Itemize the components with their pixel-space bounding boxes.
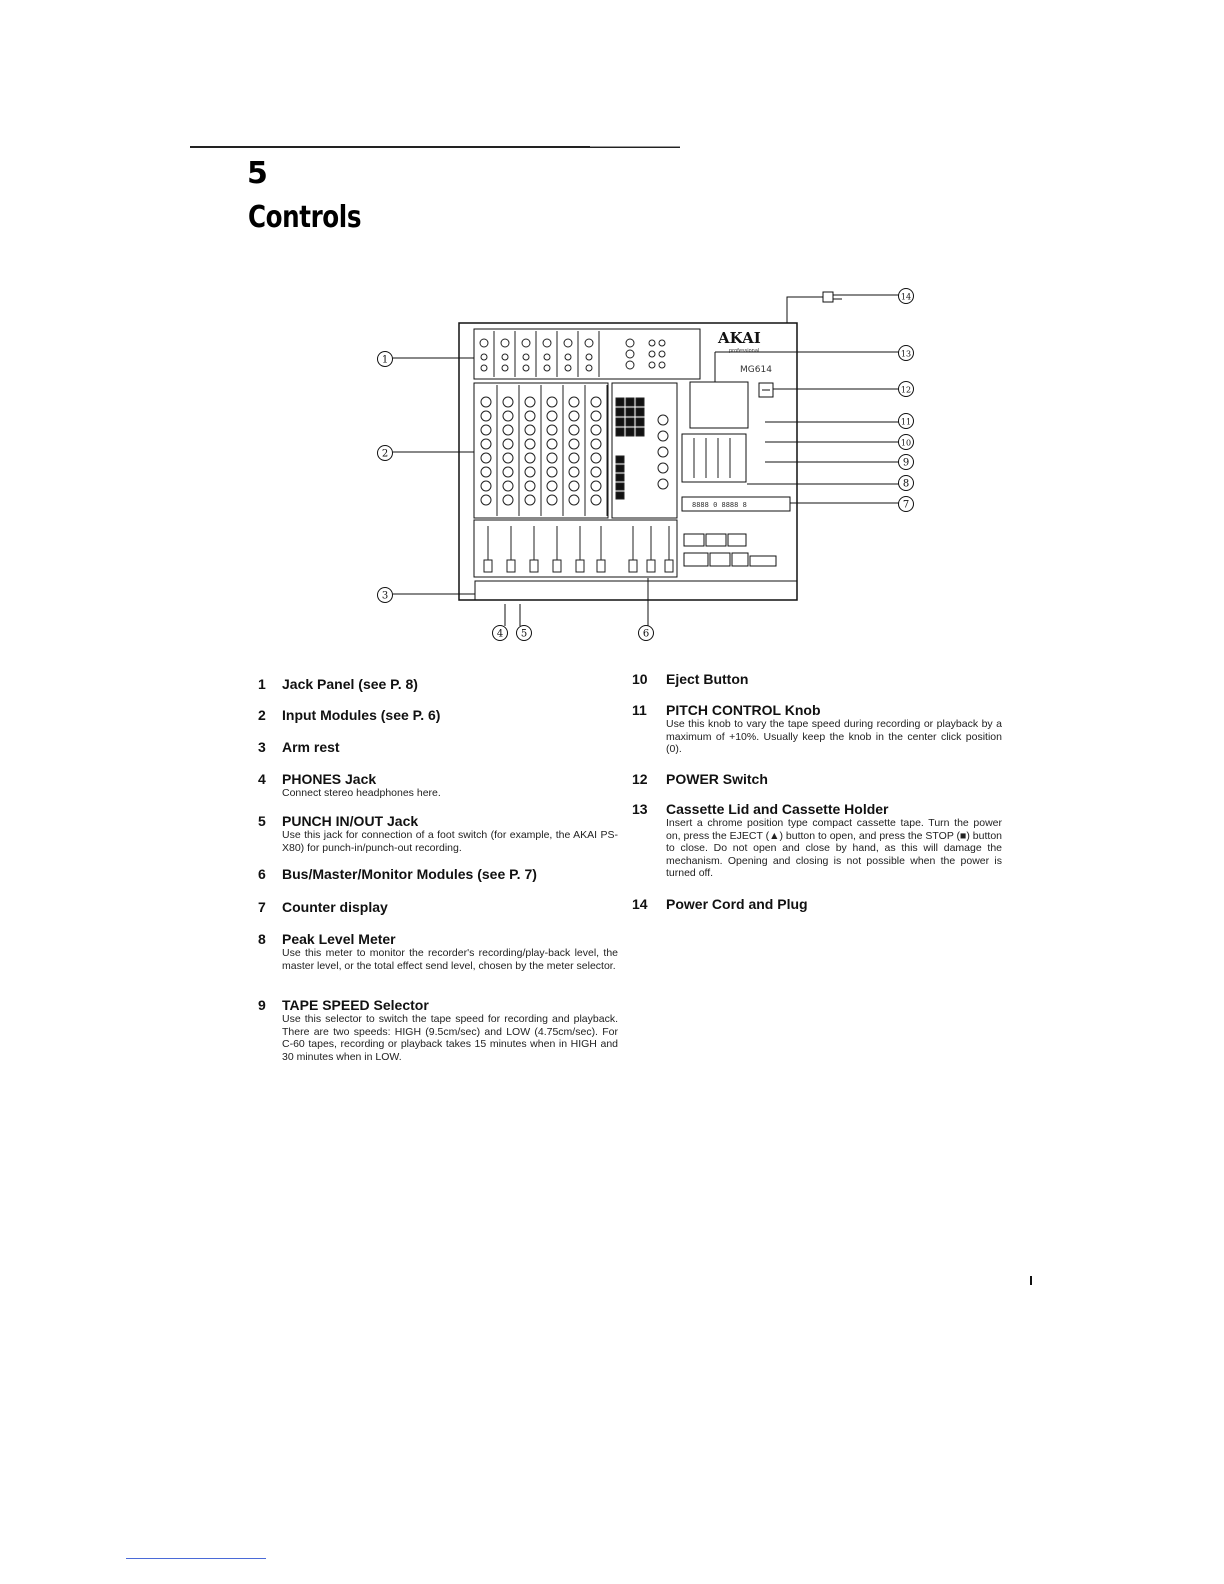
power-cord xyxy=(786,296,823,323)
svg-text:1: 1 xyxy=(382,355,388,366)
item-3: 3 Arm rest xyxy=(258,739,340,755)
counter-text: 8888 0 8888 8 xyxy=(692,501,747,509)
svg-text:4: 4 xyxy=(497,629,503,640)
svg-text:14: 14 xyxy=(901,293,911,302)
callout-7: 7 xyxy=(898,496,914,512)
svg-text:8: 8 xyxy=(903,479,909,490)
bus-master-modules xyxy=(611,382,678,519)
item-10: 10 Eject Button xyxy=(632,671,749,687)
callout-2: 2 xyxy=(377,445,393,461)
svg-text:6: 6 xyxy=(643,629,649,640)
callout-5: 5 xyxy=(516,625,532,641)
header-rule-fade xyxy=(590,146,680,147)
item-9: 9 TAPE SPEED Selector Use this selector … xyxy=(258,997,618,1063)
fader-strip xyxy=(473,519,678,578)
item-12: 12 POWER Switch xyxy=(632,771,768,787)
item-8: 8 Peak Level Meter Use this meter to mon… xyxy=(258,931,618,972)
item-14: 14 Power Cord and Plug xyxy=(632,896,808,912)
brand-sub: professional xyxy=(729,348,759,354)
callout-6: 6 xyxy=(638,625,654,641)
item-5: 5 PUNCH IN/OUT Jack Use this jack for co… xyxy=(258,813,618,854)
model-name: MG614 xyxy=(740,365,772,375)
svg-text:10: 10 xyxy=(901,439,911,448)
callout-10: 10 xyxy=(898,434,914,450)
item-7: 7 Counter display xyxy=(258,899,388,915)
callout-13: 13 xyxy=(898,345,914,361)
input-modules xyxy=(473,382,609,519)
power-switch xyxy=(758,382,774,398)
peak-level-meter xyxy=(681,433,747,483)
callout-3: 3 xyxy=(377,587,393,603)
svg-text:5: 5 xyxy=(521,629,527,640)
item-4: 4 PHONES Jack Connect stereo headphones … xyxy=(258,771,441,799)
item-1: 1 Jack Panel (see P. 8) xyxy=(258,676,418,692)
item-13: 13 Cassette Lid and Cassette Holder Inse… xyxy=(632,801,1002,880)
counter-display xyxy=(681,496,791,512)
item-6: 6 Bus/Master/Monitor Modules (see P. 7) xyxy=(258,866,537,882)
footer-line xyxy=(126,1558,266,1559)
arm-rest xyxy=(474,580,798,601)
callout-4: 4 xyxy=(492,625,508,641)
svg-text:13: 13 xyxy=(901,350,911,359)
svg-text:9: 9 xyxy=(903,458,909,469)
svg-text:2: 2 xyxy=(382,449,388,460)
section-number: 5 xyxy=(247,156,268,191)
mixer-recorder-diagram: AKAI professional MG614 8888 0 8888 8 12… xyxy=(377,288,914,641)
svg-text:12: 12 xyxy=(901,386,911,395)
svg-text:11: 11 xyxy=(901,418,911,427)
jack-panel xyxy=(473,328,701,380)
callout-8: 8 xyxy=(898,475,914,491)
power-plug xyxy=(822,291,834,303)
callout-14: 14 xyxy=(898,288,914,304)
cassette-holder xyxy=(689,381,749,429)
item-11: 11 PITCH CONTROL Knob Use this knob to v… xyxy=(632,702,1002,756)
callout-9: 9 xyxy=(898,454,914,470)
svg-text:3: 3 xyxy=(382,591,388,602)
callout-11: 11 xyxy=(898,413,914,429)
brand-logo: AKAI xyxy=(717,329,761,347)
callout-1: 1 xyxy=(377,351,393,367)
page-mark xyxy=(1030,1276,1032,1285)
svg-text:7: 7 xyxy=(903,500,909,511)
page-title: Controls xyxy=(248,200,362,235)
item-2: 2 Input Modules (see P. 6) xyxy=(258,707,441,723)
header-rule xyxy=(190,146,680,148)
callout-12: 12 xyxy=(898,381,914,397)
